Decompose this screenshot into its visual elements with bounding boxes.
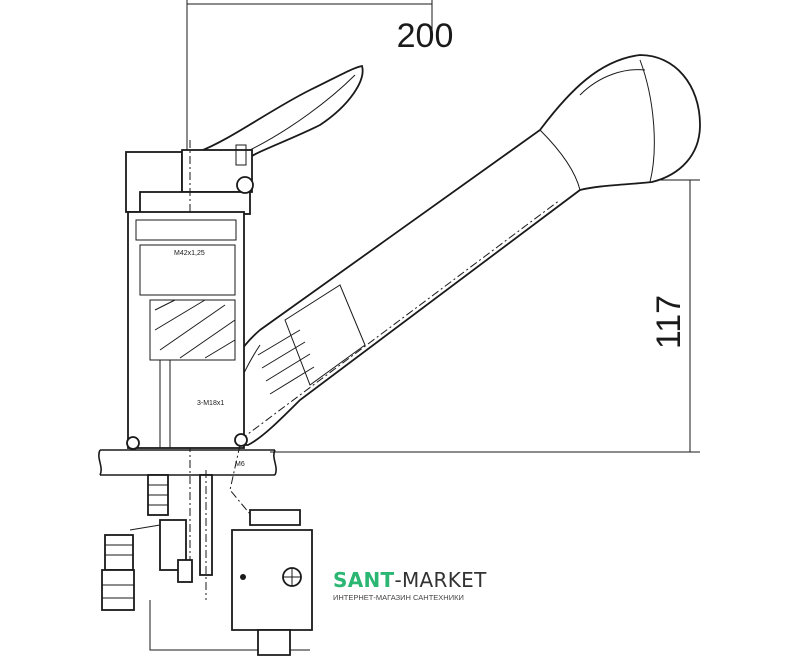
watermark-tagline: ИНТЕРНЕТ-МАГАЗИН САНТЕХНИКИ — [333, 593, 464, 602]
sant-market-watermark: SANT-MARKET ИНТЕРНЕТ-МАГАЗИН САНТЕХНИКИ — [333, 568, 487, 602]
thread-label-middle: 3-M18x1 — [197, 400, 224, 407]
watermark-brand: SANT-MARKET — [333, 568, 487, 592]
watermark-brand-dark: -MARKET — [394, 568, 487, 592]
thread-label-top: M42x1,25 — [174, 250, 205, 257]
height-dimension: 117 — [270, 179, 700, 453]
width-dimension-label: 200 — [397, 17, 454, 55]
pull-out-spout — [222, 54, 701, 446]
thread-label-bottom: M6 — [235, 461, 245, 468]
watermark-brand-green: SANT — [333, 568, 395, 592]
valve-cap — [125, 140, 254, 580]
lever-handle — [194, 64, 364, 161]
countertop-section: M6 — [98, 449, 277, 476]
height-dimension-label: 117 — [650, 295, 688, 349]
supply-hoses — [101, 444, 313, 656]
mixer-body: M42x1,25 3-M18x1 — [126, 211, 248, 450]
width-dimension: 200 — [186, 0, 454, 150]
